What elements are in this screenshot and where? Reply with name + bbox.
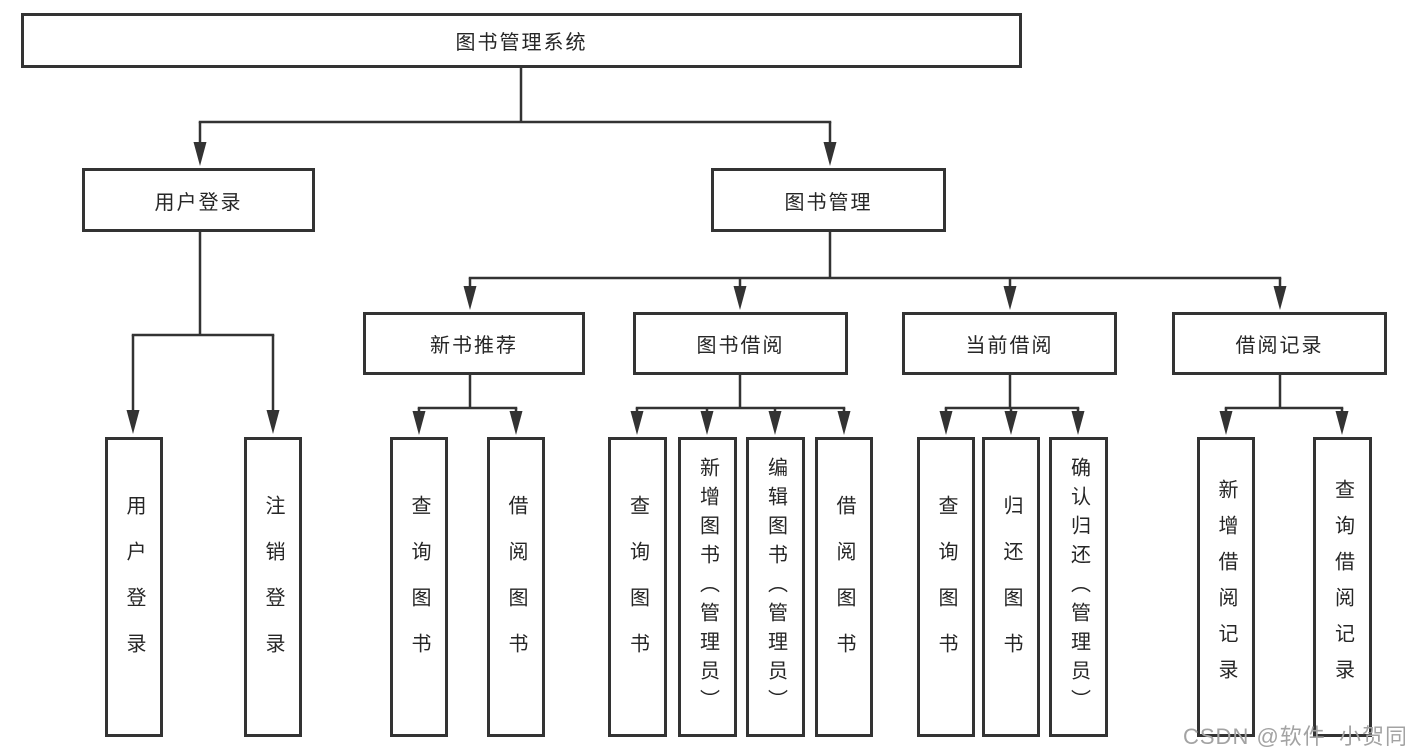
leaf-user-login: 用户登录 (105, 437, 163, 737)
leaf-borrow-books: 借阅图书 (815, 437, 873, 737)
node-book-management: 图书管理 (711, 168, 946, 232)
node-book-borrowing: 图书借阅 (633, 312, 848, 375)
leaf-confirm-return-admin: 确认归还（管理员） (1049, 437, 1108, 737)
leaf-add-book-admin: 新增图书（管理员） (678, 437, 737, 737)
arrowheads (126, 142, 1349, 435)
leaf-logout: 注销登录 (244, 437, 302, 737)
leaf-return-books: 归还图书 (982, 437, 1040, 737)
node-user-login-branch: 用户登录 (82, 168, 315, 232)
leaf-query-books-current: 查询图书 (917, 437, 975, 737)
node-current-borrowing: 当前借阅 (902, 312, 1117, 375)
node-borrow-records: 借阅记录 (1172, 312, 1387, 375)
leaf-add-borrow-record: 新增借阅记录 (1197, 437, 1255, 737)
leaf-borrow-books-recommend: 借阅图书 (487, 437, 545, 737)
leaf-query-books-recommend: 查询图书 (390, 437, 448, 737)
node-new-book-recommend: 新书推荐 (363, 312, 585, 375)
leaf-edit-book-admin: 编辑图书（管理员） (746, 437, 805, 737)
node-library-system: 图书管理系统 (21, 13, 1022, 68)
csdn-watermark: CSDN @软件_小贺同学 (1183, 724, 1405, 747)
leaf-query-borrow-record: 查询借阅记录 (1313, 437, 1372, 737)
leaf-query-books-borrow: 查询图书 (608, 437, 667, 737)
